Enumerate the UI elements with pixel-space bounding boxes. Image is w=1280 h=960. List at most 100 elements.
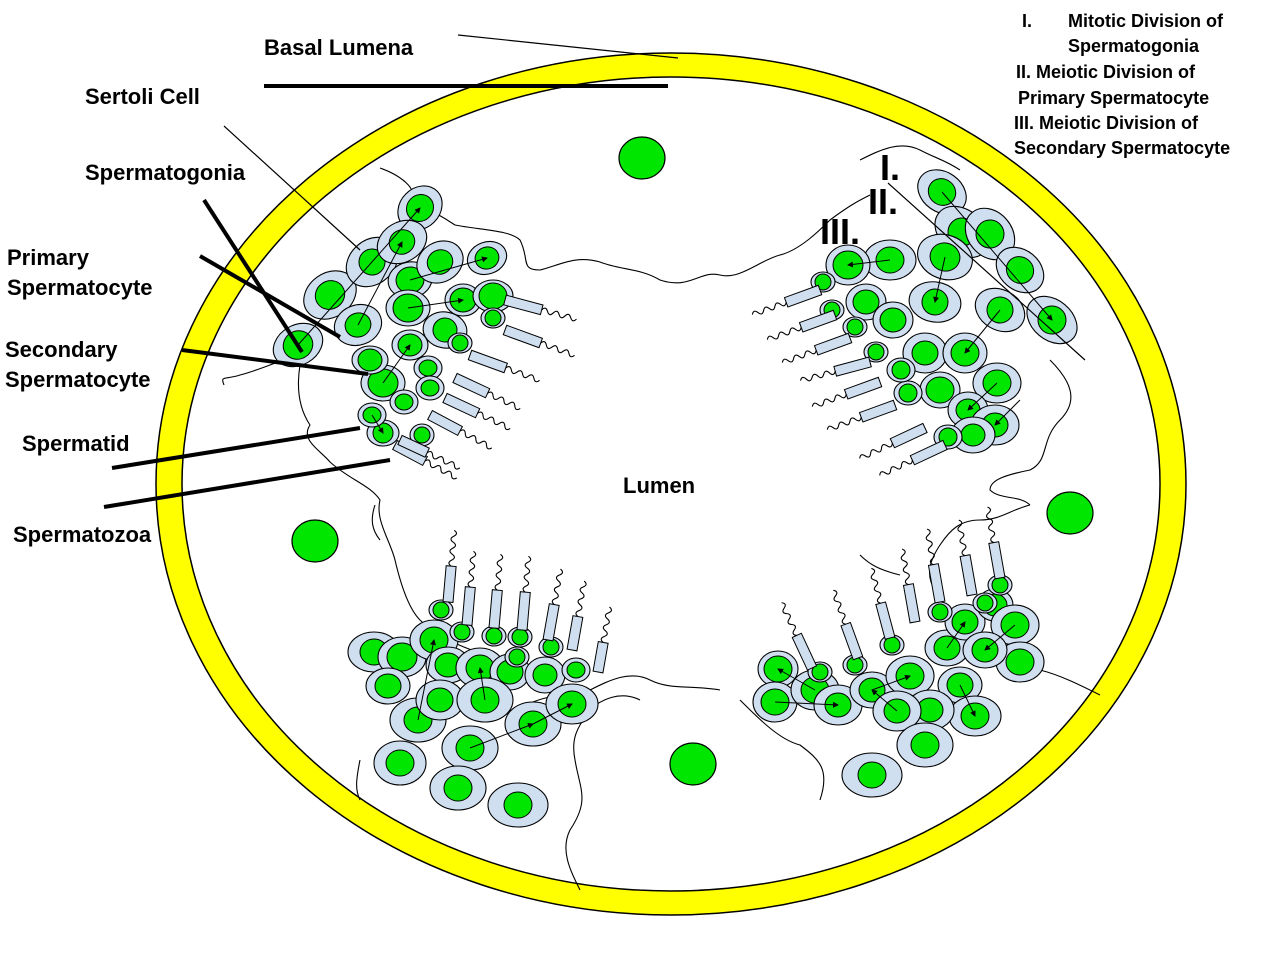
spermatozoon <box>957 519 978 597</box>
germ-cell <box>480 307 506 329</box>
division-arrow <box>777 668 816 691</box>
spermatozoon <box>467 349 540 383</box>
leader-spermatogonia <box>202 198 304 354</box>
division-arrow <box>871 674 911 691</box>
division-arrows <box>297 191 1053 749</box>
spermatozoon <box>516 555 532 631</box>
spermatozoon <box>799 356 872 382</box>
sertoli-nuclei <box>291 136 1094 786</box>
spermatozoon <box>925 528 946 604</box>
label-spermatid: Spermatid <box>22 431 130 456</box>
germ-cell-clusters <box>272 169 1078 828</box>
label-primary-line1: Primary <box>7 245 90 270</box>
division-arrow <box>959 684 976 717</box>
label-secondary-line1: Secondary <box>5 337 118 362</box>
germ-cell <box>504 646 530 668</box>
germ-cell <box>987 574 1013 596</box>
spermatozoon <box>442 529 458 603</box>
germ-cell <box>409 423 435 447</box>
division-arrow <box>382 344 411 384</box>
germ-cell <box>896 722 954 768</box>
germ-cell <box>879 634 905 656</box>
spermatozoon <box>833 589 864 661</box>
division-arrow <box>532 703 573 725</box>
germ-cell <box>841 752 903 798</box>
germ-cell <box>472 279 514 313</box>
germ-cell <box>950 416 996 454</box>
spermatozoon <box>781 332 853 363</box>
stage-mark-iii: III. <box>820 211 860 252</box>
legend-i-line2: Spermatogonia <box>1068 36 1200 56</box>
germ-cell <box>416 240 464 284</box>
spermatozoon <box>879 439 948 476</box>
spermatozoon <box>766 309 838 340</box>
division-arrow <box>984 624 1016 651</box>
legend-ii-line1: II. Meiotic Division of <box>1016 62 1196 82</box>
stage-mark-i: I. <box>880 147 900 188</box>
label-primary-line2: Spermatocyte <box>7 275 153 300</box>
germ-cell <box>927 601 953 623</box>
label-sertoli-cell: Sertoli Cell <box>85 84 200 109</box>
spermatozoon <box>426 409 493 450</box>
leader-spermatid <box>111 426 361 470</box>
division-arrow <box>994 399 1021 426</box>
leader-basal-lumena-thin <box>457 34 679 59</box>
sertoli-nucleus <box>618 136 666 180</box>
leader-primary-spermatocyte <box>198 254 342 339</box>
legend-iii-line2: Secondary Spermatocyte <box>1014 138 1230 158</box>
germ-cell <box>886 357 916 383</box>
germ-cell <box>561 657 591 683</box>
spermatozoon <box>826 399 898 430</box>
germ-cell <box>524 656 566 694</box>
germ-cell <box>303 270 357 320</box>
leader-spermatozoa <box>103 458 391 509</box>
division-arrow <box>407 297 464 309</box>
division-arrow <box>469 722 534 749</box>
stage-mark-ii: II. <box>868 181 898 222</box>
spermatozoon <box>442 392 511 431</box>
label-spermatozoa: Spermatozoa <box>13 522 152 547</box>
spermatozoon <box>870 567 896 640</box>
germ-cell <box>893 380 923 406</box>
spermatozoon <box>900 548 921 624</box>
division-arrow <box>933 256 946 303</box>
division-arrow <box>357 241 403 326</box>
spermatozoon <box>811 376 883 407</box>
spermatozoon <box>986 506 1006 580</box>
spermatozoon <box>592 606 612 674</box>
division-arrow <box>967 382 998 411</box>
spermatozoon <box>488 553 504 629</box>
spermatozoon <box>461 550 477 626</box>
spermatozoon <box>452 372 521 411</box>
label-spermatogonia: Spermatogonia <box>85 160 246 185</box>
germ-cell <box>995 641 1045 683</box>
germ-cell <box>487 782 549 828</box>
division-arrow <box>941 191 1053 321</box>
leader-secondary-spermatocyte <box>181 348 369 376</box>
division-arrow <box>417 639 436 721</box>
germ-cell <box>415 375 445 401</box>
spermatozoon <box>751 284 823 315</box>
germ-cell <box>863 341 889 363</box>
legend-i-line1: Mitotic Division of <box>1068 11 1224 31</box>
germ-cell <box>919 371 961 409</box>
germ-cell <box>365 667 411 705</box>
germ-cell <box>964 207 1016 261</box>
spermatozoon <box>503 294 577 322</box>
germ-cell <box>429 765 487 811</box>
division-arrow <box>409 256 488 281</box>
germ-cell <box>995 246 1045 294</box>
germ-cell <box>972 592 998 614</box>
division-arrow <box>946 621 966 649</box>
germ-cell <box>872 301 914 339</box>
legend-i-numeral: I. <box>1022 11 1032 31</box>
germ-cell <box>351 345 389 375</box>
spermatozoon <box>566 580 587 652</box>
germ-cell <box>447 332 473 354</box>
spermatozoon <box>502 324 575 358</box>
germ-cell <box>428 599 454 621</box>
germ-cell <box>449 621 475 643</box>
legend-iii-line1: III. Meiotic Division of <box>1014 113 1199 133</box>
germ-cell <box>389 389 419 415</box>
